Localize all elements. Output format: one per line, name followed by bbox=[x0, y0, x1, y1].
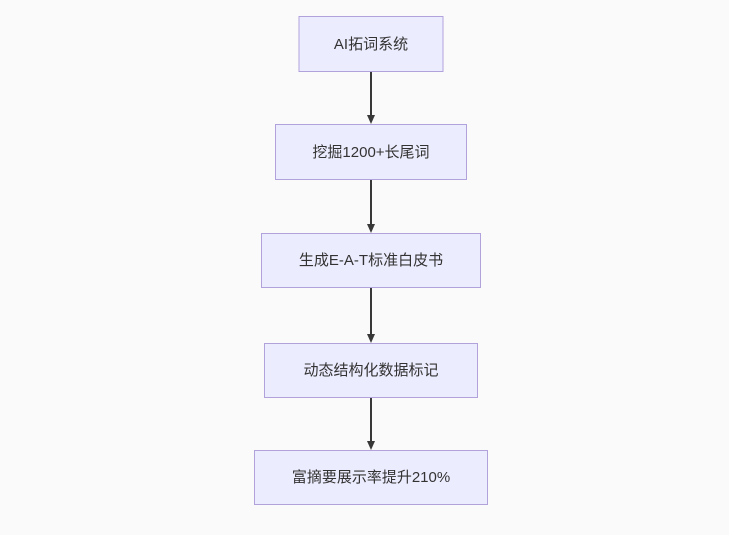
flow-arrow-2 bbox=[366, 180, 376, 233]
arrow-line bbox=[370, 398, 372, 441]
arrow-line bbox=[370, 180, 372, 224]
arrow-down-icon bbox=[367, 441, 375, 450]
arrow-line bbox=[370, 288, 372, 334]
node-label: AI拓词系统 bbox=[333, 35, 409, 53]
flow-node-ai-keyword-system: AI拓词系统 bbox=[298, 16, 444, 72]
flow-node-structured-data: 动态结构化数据标记 bbox=[264, 343, 478, 398]
flow-arrow-1 bbox=[366, 72, 376, 124]
flow-node-longtail-mining: 挖掘1200+长尾词 bbox=[275, 124, 467, 180]
flow-arrow-3 bbox=[366, 288, 376, 343]
flow-node-rich-snippet-result: 富摘要展示率提升210% bbox=[254, 450, 488, 505]
flow-node-eat-whitepaper: 生成E-A-T标准白皮书 bbox=[261, 233, 481, 288]
arrow-down-icon bbox=[367, 224, 375, 233]
node-label: 生成E-A-T标准白皮书 bbox=[298, 252, 444, 269]
node-label: 挖掘1200+长尾词 bbox=[312, 143, 430, 161]
arrow-down-icon bbox=[367, 115, 375, 124]
arrow-line bbox=[370, 72, 372, 115]
node-label: 富摘要展示率提升210% bbox=[291, 469, 451, 486]
arrow-down-icon bbox=[367, 334, 375, 343]
node-label: 动态结构化数据标记 bbox=[303, 362, 439, 379]
flow-arrow-4 bbox=[366, 398, 376, 450]
